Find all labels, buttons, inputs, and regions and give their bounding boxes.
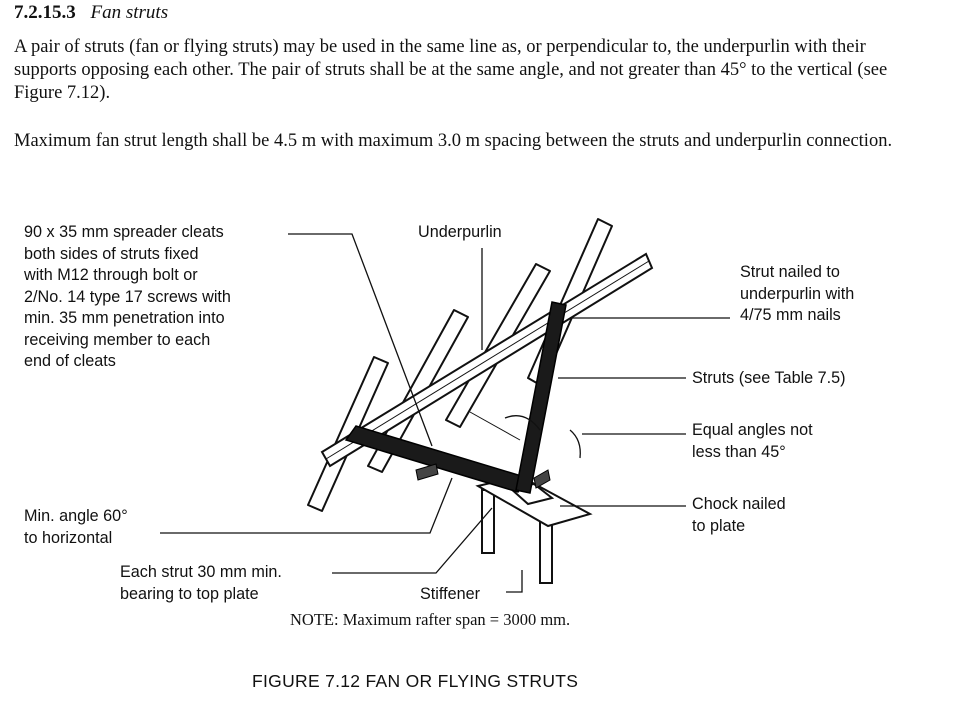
- label-struts: Struts (see Table 7.5): [692, 369, 846, 387]
- label-strut-nailed: Strut nailed to underpurlin with 4/75 mm…: [740, 263, 855, 324]
- label-chock: Chock nailed to plate: [692, 495, 786, 535]
- label-bearing: Each strut 30 mm min. bearing to top pla…: [120, 563, 282, 603]
- rafter-1: [307, 356, 389, 512]
- section-number: 7.2.15.3: [14, 2, 76, 23]
- leader-min-angle: [160, 477, 453, 534]
- paragraph-1: A pair of struts (fan or flying struts) …: [14, 37, 888, 103]
- label-spreader-cleats: 90 x 35 mm spreader cleats both sides of…: [24, 223, 231, 370]
- rafter-2: [367, 309, 469, 473]
- section-heading: 7.2.15.3 Fan struts: [14, 2, 168, 24]
- leader-spreader: [288, 233, 433, 447]
- figure-note: NOTE: Maximum rafter span = 3000 mm.: [290, 610, 571, 629]
- label-underpurlin: Underpurlin: [418, 223, 502, 241]
- stiffener-post-left: [481, 489, 495, 554]
- spreader-cleat-1: [415, 463, 439, 481]
- label-stiffener: Stiffener: [420, 585, 480, 603]
- leader-stiffener: [506, 570, 523, 593]
- paragraph-2: Maximum fan strut length shall be 4.5 m …: [14, 131, 893, 151]
- leader-bearing: [332, 507, 493, 574]
- spreader-cleat-2: [533, 469, 551, 489]
- figure-caption: FIGURE 7.12 FAN OR FLYING STRUTS: [252, 671, 579, 691]
- label-equal-angles: Equal angles not less than 45°: [692, 421, 813, 461]
- label-min-angle: Min. angle 60° to horizontal: [24, 507, 128, 547]
- section-title: Fan struts: [90, 2, 169, 23]
- strut-vertical: [515, 301, 567, 494]
